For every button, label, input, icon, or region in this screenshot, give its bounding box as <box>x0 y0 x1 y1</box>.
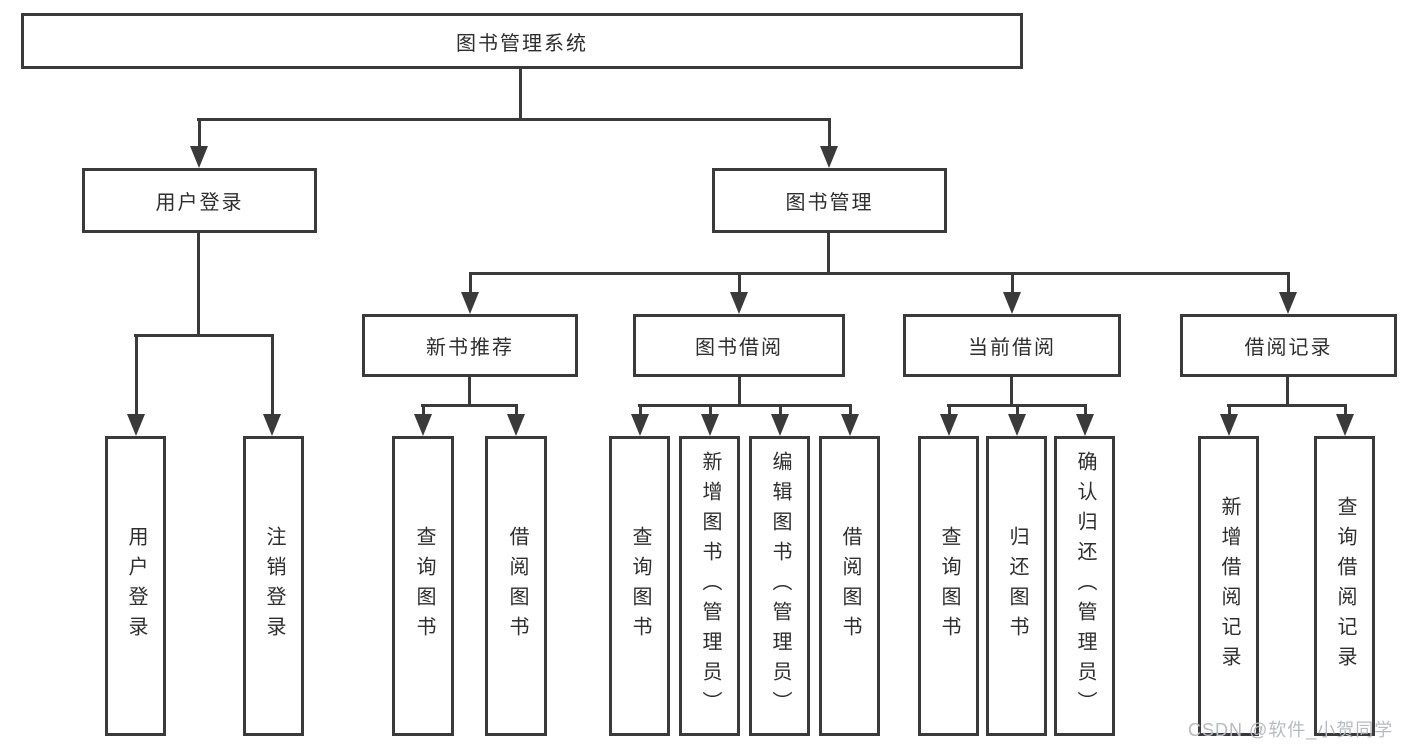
arrow-to-confirm-return <box>1076 404 1094 436</box>
connector-book-mgmt-stem <box>827 233 830 275</box>
arrow-to-leaf-logout <box>263 334 281 436</box>
arrow-to-current-borrow <box>1003 272 1021 314</box>
arrow-to-edit-book <box>771 404 789 436</box>
leaf-edit-book: 编辑图书（管理员） <box>749 436 810 736</box>
arrow-to-add-book <box>701 404 719 436</box>
leaf-add-record: 新增借阅记录 <box>1198 436 1259 736</box>
arrow-to-borrow-book-2 <box>841 404 859 436</box>
connector-user-login-stem <box>197 233 200 337</box>
node-book-mgmt: 图书管理 <box>712 168 947 233</box>
arrow-to-new-book <box>461 272 479 314</box>
connector-root-bar <box>197 118 831 121</box>
node-current-borrow: 当前借阅 <box>903 314 1121 377</box>
arrow-to-query-book-1 <box>414 404 432 436</box>
connector-borrow-records-bar <box>1227 404 1346 407</box>
leaf-user-login: 用户登录 <box>105 436 166 736</box>
leaf-query-book-2: 查询图书 <box>609 436 670 736</box>
arrow-to-book-borrow <box>730 272 748 314</box>
node-book-borrow: 图书借阅 <box>633 314 845 377</box>
connector-user-login-bar <box>134 334 273 337</box>
connector-root-stem <box>519 69 522 121</box>
connector-current-borrow-stem <box>1010 377 1013 407</box>
leaf-logout: 注销登录 <box>243 436 304 736</box>
arrow-to-borrow-book-1 <box>507 404 525 436</box>
arrow-to-add-record <box>1220 404 1238 436</box>
connector-borrow-records-stem <box>1286 377 1289 407</box>
arrow-to-return-book <box>1008 404 1026 436</box>
node-borrow-records: 借阅记录 <box>1180 314 1397 377</box>
connector-book-mgmt-bar <box>469 272 1289 275</box>
arrow-to-book-mgmt <box>820 118 838 168</box>
arrow-to-leaf-user-login <box>127 334 145 436</box>
leaf-return-book: 归还图书 <box>986 436 1047 736</box>
arrow-to-user-login <box>190 118 208 168</box>
node-root: 图书管理系统 <box>21 13 1023 69</box>
arrow-to-query-book-2 <box>631 404 649 436</box>
connector-new-book-stem <box>468 377 471 407</box>
leaf-borrow-book-1: 借阅图书 <box>485 436 547 736</box>
leaf-borrow-book-2: 借阅图书 <box>819 436 880 736</box>
connector-new-book-bar <box>421 404 517 407</box>
arrow-to-query-record <box>1336 404 1354 436</box>
arrow-to-query-book-3 <box>940 404 958 436</box>
leaf-query-book-3: 查询图书 <box>918 436 979 736</box>
leaf-query-book-1: 查询图书 <box>392 436 454 736</box>
arrow-to-borrow-records <box>1279 272 1297 314</box>
leaf-confirm-return: 确认归还（管理员） <box>1054 436 1115 736</box>
node-user-login: 用户登录 <box>82 168 317 233</box>
leaf-query-record: 查询借阅记录 <box>1314 436 1375 736</box>
connector-book-borrow-stem <box>738 377 741 407</box>
node-new-book: 新书推荐 <box>362 314 578 377</box>
leaf-add-book: 新增图书（管理员） <box>679 436 740 736</box>
csdn-watermark: CSDN @软件_小贺同学 <box>1188 720 1394 740</box>
connector-book-borrow-bar <box>638 404 851 407</box>
